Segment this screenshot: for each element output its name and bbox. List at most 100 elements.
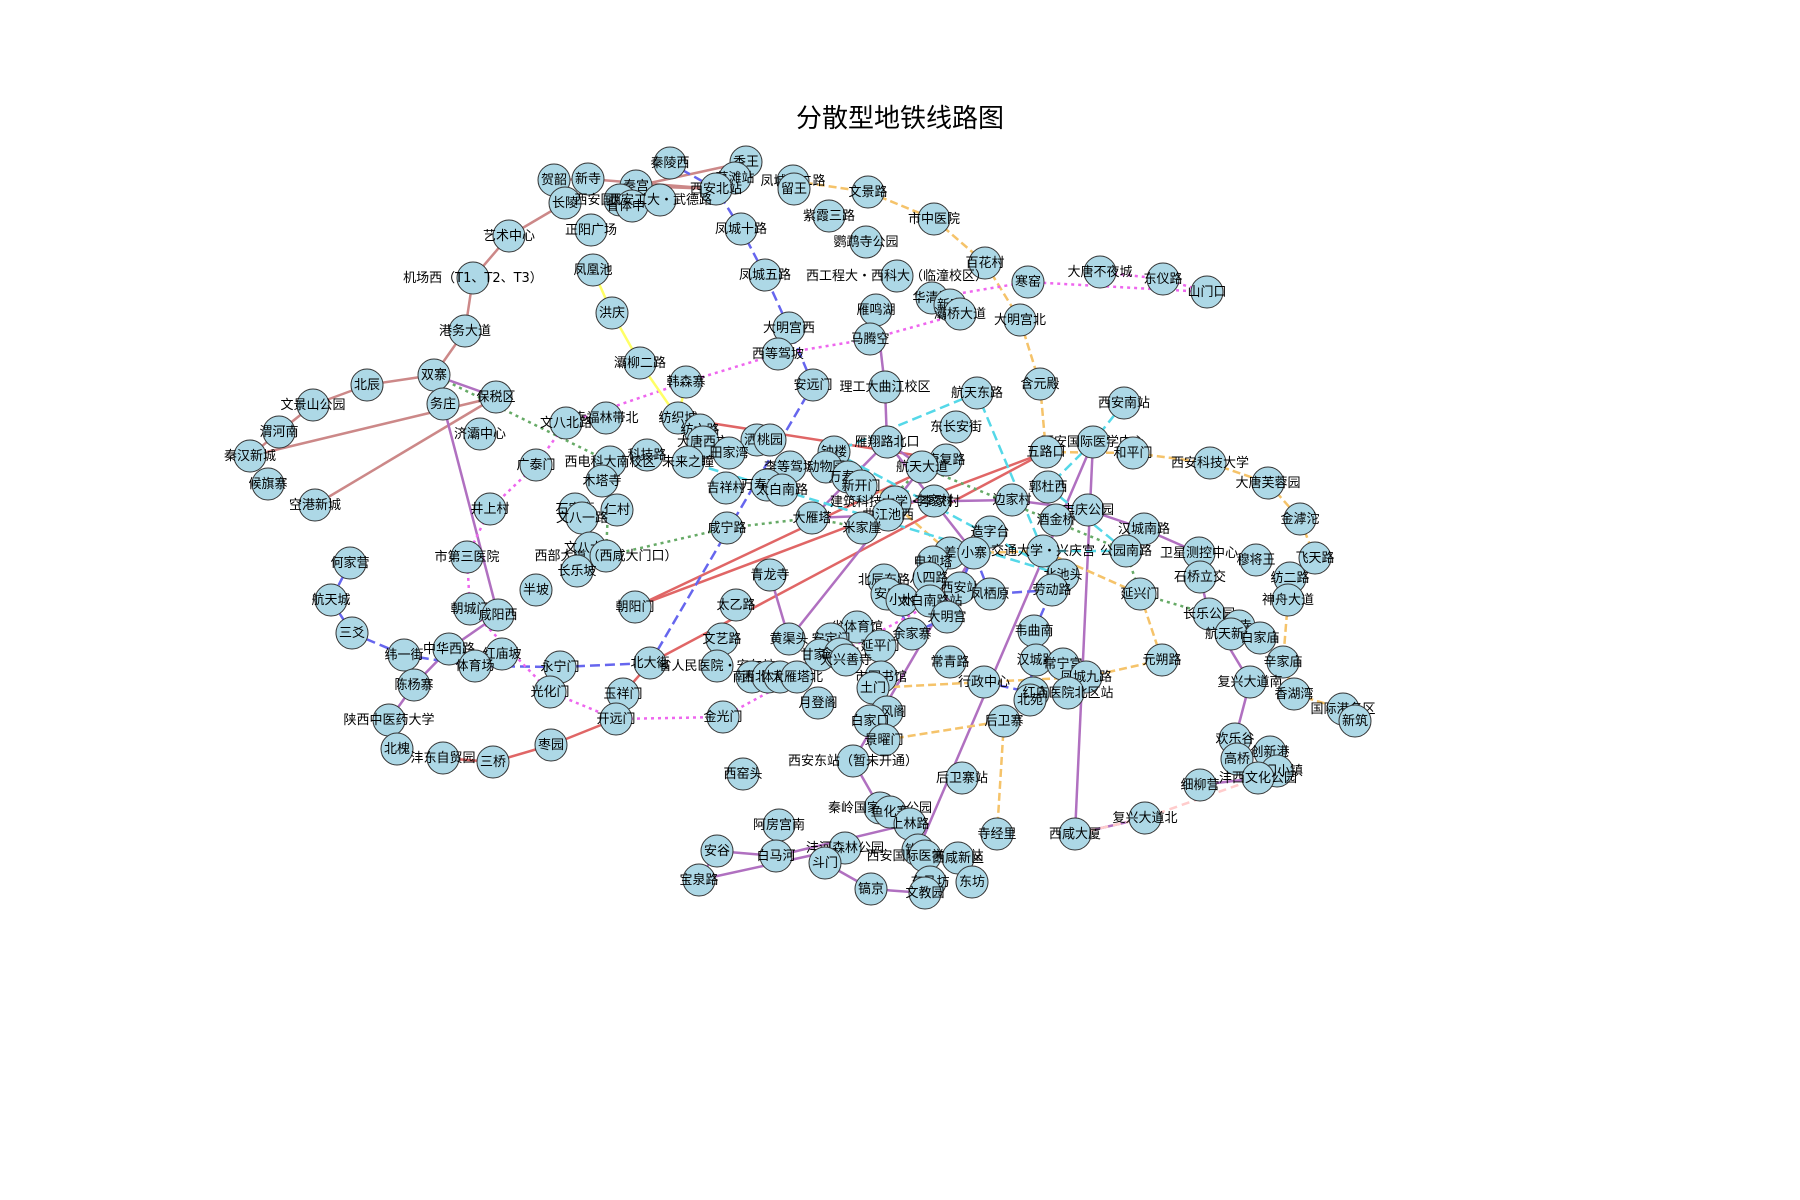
station-node: 东长安街 bbox=[930, 410, 982, 444]
station-node: 白马河 bbox=[756, 839, 796, 873]
station-marker bbox=[630, 438, 664, 472]
station-label: 后卫寨站 bbox=[936, 770, 988, 786]
station-label: 广泰门 bbox=[516, 458, 555, 473]
station-node: 寒窑 bbox=[1011, 265, 1045, 299]
station-label: 寺经里 bbox=[977, 827, 1016, 842]
station-marker bbox=[943, 297, 977, 331]
station-label: 酒金桥 bbox=[1036, 512, 1075, 528]
station-marker bbox=[519, 573, 553, 607]
station-marker bbox=[780, 660, 814, 694]
station-marker bbox=[296, 388, 330, 422]
station-marker bbox=[1220, 742, 1254, 776]
station-node: 北辰 bbox=[350, 368, 384, 402]
station-node: 空港新城 bbox=[289, 488, 341, 522]
station-label: 大明宫北 bbox=[994, 313, 1046, 328]
station-label: 半坡 bbox=[523, 583, 549, 598]
station-label: 西安科技大学 bbox=[1171, 455, 1249, 471]
station-label: 斗门 bbox=[812, 856, 838, 871]
station-node: 大唐不夜城 bbox=[1067, 255, 1133, 289]
station-marker bbox=[917, 202, 951, 236]
station-marker bbox=[533, 675, 567, 709]
station-node: 济灞中心 bbox=[454, 417, 506, 451]
station-label: 汉城南路 bbox=[1118, 521, 1170, 537]
station-label: 永宁门 bbox=[540, 659, 579, 675]
station-marker bbox=[851, 175, 885, 209]
station-label: 安远门 bbox=[793, 378, 832, 393]
station-marker bbox=[1277, 677, 1311, 711]
station-marker bbox=[549, 406, 583, 440]
station-node: 丰庆公园 bbox=[1062, 493, 1114, 527]
station-node: 灞桥大道 bbox=[934, 297, 986, 331]
station-marker bbox=[671, 445, 705, 479]
station-node: 斗门 bbox=[808, 846, 842, 880]
station-marker bbox=[880, 259, 914, 293]
station-label: 何家营 bbox=[330, 555, 369, 571]
station-marker bbox=[589, 401, 623, 435]
line-segment-l10 bbox=[975, 392, 1045, 552]
station-label: 灞柳二路 bbox=[614, 355, 666, 371]
station-marker bbox=[1239, 543, 1273, 577]
station-node: 纬一街 bbox=[384, 638, 424, 672]
station-marker bbox=[748, 258, 782, 292]
station-label: 韩森寨 bbox=[666, 374, 705, 390]
station-node: 白家庙 bbox=[1240, 621, 1280, 655]
station-node: 辛家庙 bbox=[1263, 645, 1303, 679]
station-marker bbox=[669, 365, 703, 399]
station-marker bbox=[1183, 768, 1217, 802]
line-segment-l12 bbox=[1139, 592, 1210, 616]
station-node: 仁村 bbox=[600, 493, 634, 527]
station-label: 白马河 bbox=[756, 848, 795, 864]
station-node: 汉城南路 bbox=[1118, 512, 1170, 546]
station-node: 飞天路 bbox=[1295, 541, 1335, 575]
station-node: 黄渠头 bbox=[769, 622, 809, 656]
station-marker bbox=[967, 665, 1001, 699]
station-node: 新筑 bbox=[1338, 704, 1372, 738]
station-marker bbox=[777, 172, 811, 206]
station-node: 艺术中心 bbox=[483, 219, 535, 253]
station-node: 大明宫西 bbox=[763, 311, 815, 345]
station-node: 朝阳门 bbox=[615, 590, 655, 624]
station-marker bbox=[939, 410, 973, 444]
station-marker bbox=[448, 314, 482, 348]
line-segment-l8 bbox=[648, 384, 815, 664]
station-marker bbox=[432, 632, 466, 666]
station-node: 开远门 bbox=[596, 702, 636, 736]
station-label: 小水 bbox=[889, 593, 915, 608]
station-label: 光化门 bbox=[530, 685, 569, 700]
station-node: 半坡 bbox=[519, 573, 553, 607]
station-label: 纬一街 bbox=[384, 648, 423, 663]
station-node: 神舟大道 bbox=[1262, 583, 1314, 617]
station-node: 东仪路 bbox=[1143, 262, 1183, 296]
station-node: 三桥 bbox=[476, 745, 510, 779]
station-label: 未来之瞳 bbox=[662, 455, 714, 470]
station-node: 文艺路 bbox=[702, 622, 742, 656]
station-label: 咸阳西 bbox=[478, 608, 517, 623]
station-node: 理工大曲江校区 bbox=[839, 370, 931, 404]
station-node: 大雁塔北 bbox=[771, 660, 823, 694]
station-label: 红庙坡 bbox=[482, 646, 521, 662]
station-label: 凤城五路 bbox=[739, 267, 791, 283]
station-node: 洪庆 bbox=[595, 296, 629, 330]
station-label: 贺韶 bbox=[541, 172, 567, 188]
station-label: 纺二路 bbox=[1270, 570, 1309, 586]
station-label: 安谷 bbox=[704, 844, 730, 859]
station-node: 双寨 bbox=[417, 358, 451, 392]
station-marker bbox=[724, 212, 758, 246]
station-label: 北大街 bbox=[630, 656, 669, 671]
station-label: 文八北路 bbox=[540, 415, 592, 431]
station-marker bbox=[623, 346, 657, 380]
station-node: 雁翔路北口 bbox=[854, 425, 920, 459]
station-node: 凤栖原 bbox=[970, 577, 1010, 611]
station-label: 香湖湾 bbox=[1274, 686, 1313, 702]
station-node: 西咸大厦 bbox=[1049, 817, 1101, 851]
station-marker bbox=[706, 700, 740, 734]
station-marker bbox=[908, 876, 942, 910]
station-marker bbox=[1146, 262, 1180, 296]
station-marker bbox=[709, 471, 743, 505]
station-label: 米家崖 bbox=[842, 520, 881, 536]
station-label: 候旗寨 bbox=[248, 476, 287, 492]
station-node: 元朔路 bbox=[1142, 643, 1182, 677]
station-marker bbox=[772, 622, 806, 656]
station-marker bbox=[1233, 665, 1267, 699]
station-label: 石桥立交 bbox=[1174, 569, 1226, 585]
